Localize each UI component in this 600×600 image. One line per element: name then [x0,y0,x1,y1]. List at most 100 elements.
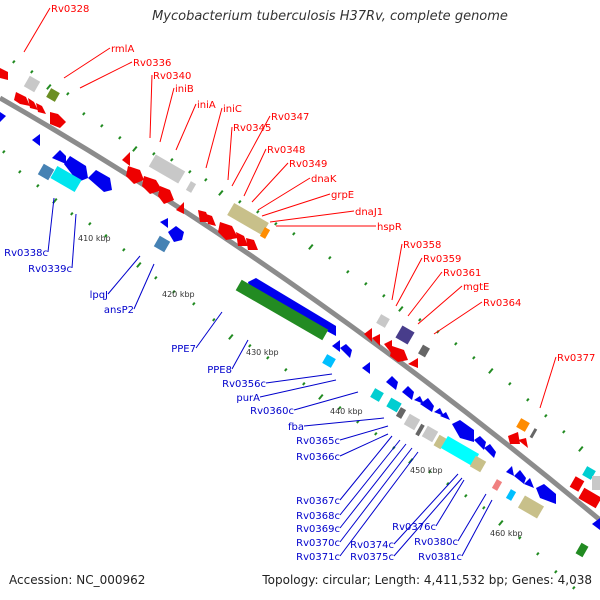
forward-gene-label[interactable]: hspR [377,222,402,233]
gene-feature[interactable] [372,334,380,346]
gene-feature[interactable] [37,163,55,181]
reverse-gene-label[interactable]: Rv0356c [222,379,266,390]
forward-gene-label[interactable]: Rv0328 [51,4,89,15]
reverse-gene-label[interactable]: Rv0381c [418,552,462,563]
gene-feature[interactable] [370,388,384,402]
gene-feature[interactable] [236,232,248,246]
gene-feature[interactable] [578,487,600,509]
gene-feature[interactable] [474,436,486,450]
gene-feature[interactable] [516,418,530,432]
gene-feature[interactable] [415,423,425,437]
gene-feature[interactable] [536,484,556,504]
reverse-gene-label[interactable]: Rv0338c [4,248,48,259]
gene-feature[interactable] [185,181,197,193]
gene-feature[interactable] [484,444,496,458]
gene-feature[interactable] [88,170,112,192]
gene-feature[interactable] [452,420,474,442]
forward-gene-label[interactable]: Rv0336 [133,58,171,69]
reverse-gene-label[interactable]: Rv0339c [28,264,72,275]
gene-feature[interactable] [569,476,585,492]
gene-feature[interactable] [529,428,538,439]
forward-gene-label[interactable]: Rv0364 [483,298,521,309]
gene-feature[interactable] [32,134,40,146]
gene-feature[interactable] [322,354,336,368]
reverse-gene-label[interactable]: purA [236,393,260,404]
gene-feature[interactable] [23,75,41,93]
gene-feature[interactable] [206,214,216,226]
forward-gene-label[interactable]: Rv0349 [289,159,327,170]
gene-feature[interactable] [153,235,171,253]
gene-feature[interactable] [142,176,162,194]
gene-feature[interactable] [364,328,372,342]
gene-feature[interactable] [148,154,186,184]
gene-feature[interactable] [158,186,174,204]
gene-feature[interactable] [384,340,392,354]
gene-feature[interactable] [440,435,480,467]
gene-feature[interactable] [386,376,398,390]
gene-feature[interactable] [362,362,370,374]
gene-feature[interactable] [414,396,424,404]
gene-feature[interactable] [259,227,271,239]
gene-feature[interactable] [218,222,238,240]
gene-feature[interactable] [514,470,526,484]
forward-gene-label[interactable]: Rv0347 [271,112,309,123]
gene-feature[interactable] [395,407,407,419]
forward-gene-label[interactable]: iniA [197,100,216,111]
gene-feature[interactable] [126,166,144,184]
reverse-gene-label[interactable]: Rv0360c [250,406,294,417]
reverse-gene-label[interactable]: Rv0366c [296,452,340,463]
gene-feature[interactable] [506,466,514,476]
forward-gene-label[interactable]: Rv0340 [153,71,191,82]
gene-feature[interactable] [592,476,600,490]
reverse-gene-label[interactable]: Rv0369c [296,524,340,535]
reverse-gene-label[interactable]: Rv0375c [350,552,394,563]
gene-feature[interactable] [376,314,390,328]
gene-feature[interactable] [518,438,528,448]
gene-feature[interactable] [469,455,487,473]
gene-feature[interactable] [440,412,450,420]
gene-feature[interactable] [50,112,66,128]
gene-feature[interactable] [50,165,82,193]
forward-gene-label[interactable]: grpE [331,190,354,201]
gene-feature[interactable] [176,202,184,214]
gene-feature[interactable] [403,413,421,431]
gene-feature[interactable] [340,344,352,358]
forward-gene-label[interactable]: rmlA [111,44,134,55]
gene-feature[interactable] [36,103,46,114]
gene-feature[interactable] [408,358,418,368]
gene-feature[interactable] [227,202,269,236]
gene-feature[interactable] [52,150,66,164]
reverse-gene-label[interactable]: PPE7 [171,344,196,355]
gene-feature[interactable] [332,340,340,352]
gene-feature[interactable] [418,344,430,358]
forward-gene-label[interactable]: Rv0345 [233,123,271,134]
gene-feature[interactable] [508,432,520,444]
reverse-gene-label[interactable]: Rv0367c [296,496,340,507]
forward-gene-label[interactable]: Rv0377 [557,353,595,364]
gene-feature[interactable] [28,98,38,110]
forward-gene-label[interactable]: Rv0348 [267,145,305,156]
reverse-gene-label[interactable]: Rv0370c [296,538,340,549]
gene-feature[interactable] [433,434,447,450]
gene-feature[interactable] [390,346,408,362]
gene-feature[interactable] [434,408,444,416]
forward-gene-label[interactable]: mgtE [463,282,489,293]
gene-feature[interactable] [524,478,534,488]
gene-feature[interactable] [0,68,8,80]
forward-gene-label[interactable]: dnaJ1 [355,207,383,218]
reverse-gene-label[interactable]: Rv0365c [296,436,340,447]
gene-feature[interactable] [235,279,329,341]
gene-feature[interactable] [168,226,184,242]
gene-feature[interactable] [14,92,30,106]
reverse-gene-label[interactable]: Rv0368c [296,511,340,522]
gene-feature[interactable] [575,542,589,558]
forward-gene-label[interactable]: Rv0359 [423,254,461,265]
gene-feature[interactable] [64,156,88,182]
gene-feature[interactable] [592,518,600,530]
gene-feature[interactable] [517,495,545,519]
gene-feature[interactable] [395,325,415,345]
gene-feature[interactable] [402,386,414,400]
gene-feature[interactable] [46,88,60,102]
gene-feature[interactable] [248,278,336,336]
reverse-gene-label[interactable]: fba [288,422,304,433]
